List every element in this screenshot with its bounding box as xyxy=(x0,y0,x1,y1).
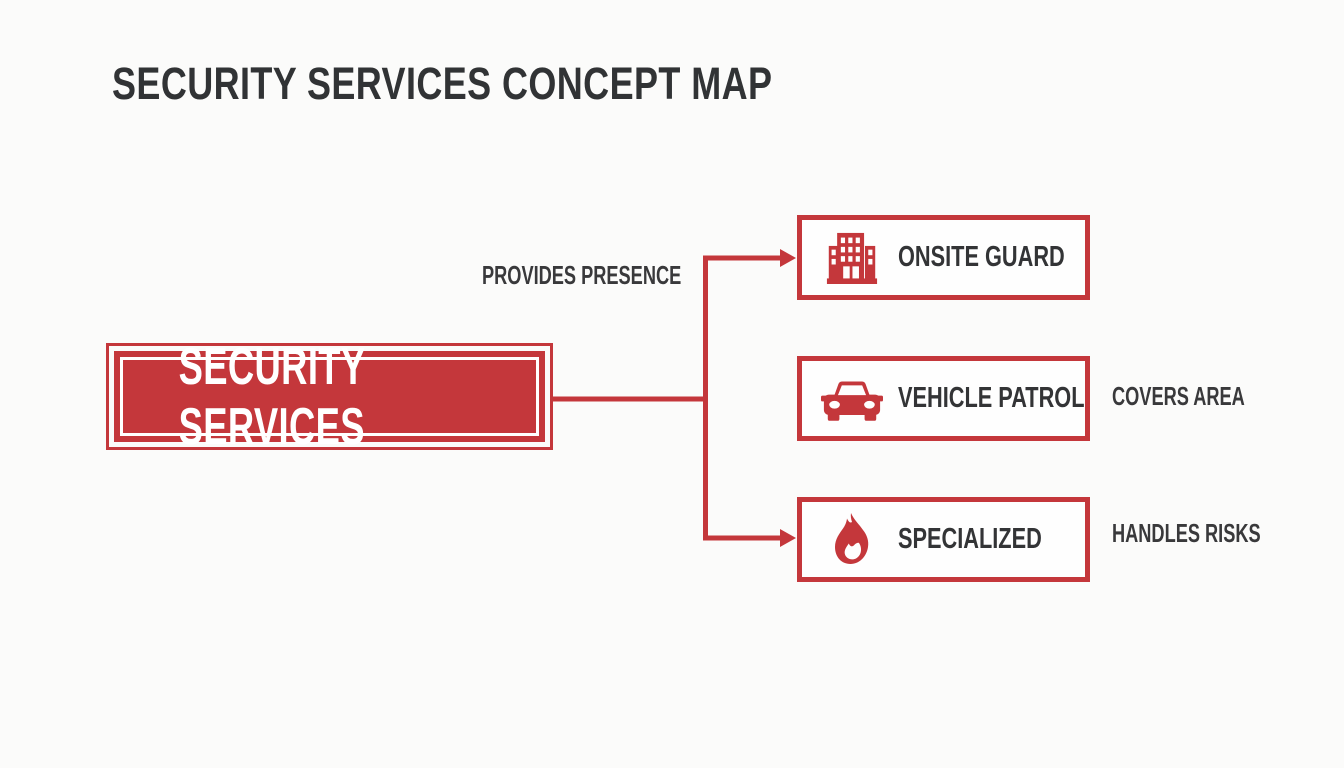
page-title: SECURITY SERVICES CONCEPT MAP xyxy=(112,61,938,106)
node-label: VEHICLE PATROL xyxy=(898,382,1085,414)
building-icon xyxy=(820,231,884,285)
root-node-security-services: SECURITY SERVICES xyxy=(106,338,553,456)
arrowhead-specialized xyxy=(780,529,796,547)
node-vehicle-patrol: VEHICLE PATROL xyxy=(797,356,1090,441)
root-node-inner: SECURITY SERVICES xyxy=(114,338,545,456)
node-label: SPECIALIZED xyxy=(898,523,1042,555)
car-icon xyxy=(820,376,884,421)
root-node-label: SECURITY SERVICES xyxy=(178,337,365,456)
edge-label-handles-risks: HANDLES RISKS xyxy=(1112,520,1324,546)
edge-label-provides-presence: PROVIDES PRESENCE xyxy=(482,262,767,288)
flame-icon xyxy=(820,512,884,568)
node-specialized: SPECIALIZED xyxy=(797,497,1090,582)
node-label: ONSITE GUARD xyxy=(898,241,1065,273)
edge-label-covers-area: COVERS AREA xyxy=(1112,383,1302,409)
edge-label-text: COVERS AREA xyxy=(1112,381,1245,411)
node-onsite-guard: ONSITE GUARD xyxy=(797,215,1090,300)
edge-label-text: PROVIDES PRESENCE xyxy=(482,260,682,290)
arrowhead-onsite-guard xyxy=(780,249,796,267)
trunk-and-branch-lines xyxy=(703,255,781,541)
page-title-text: SECURITY SERVICES CONCEPT MAP xyxy=(112,58,773,109)
edge-label-text: HANDLES RISKS xyxy=(1112,518,1261,548)
